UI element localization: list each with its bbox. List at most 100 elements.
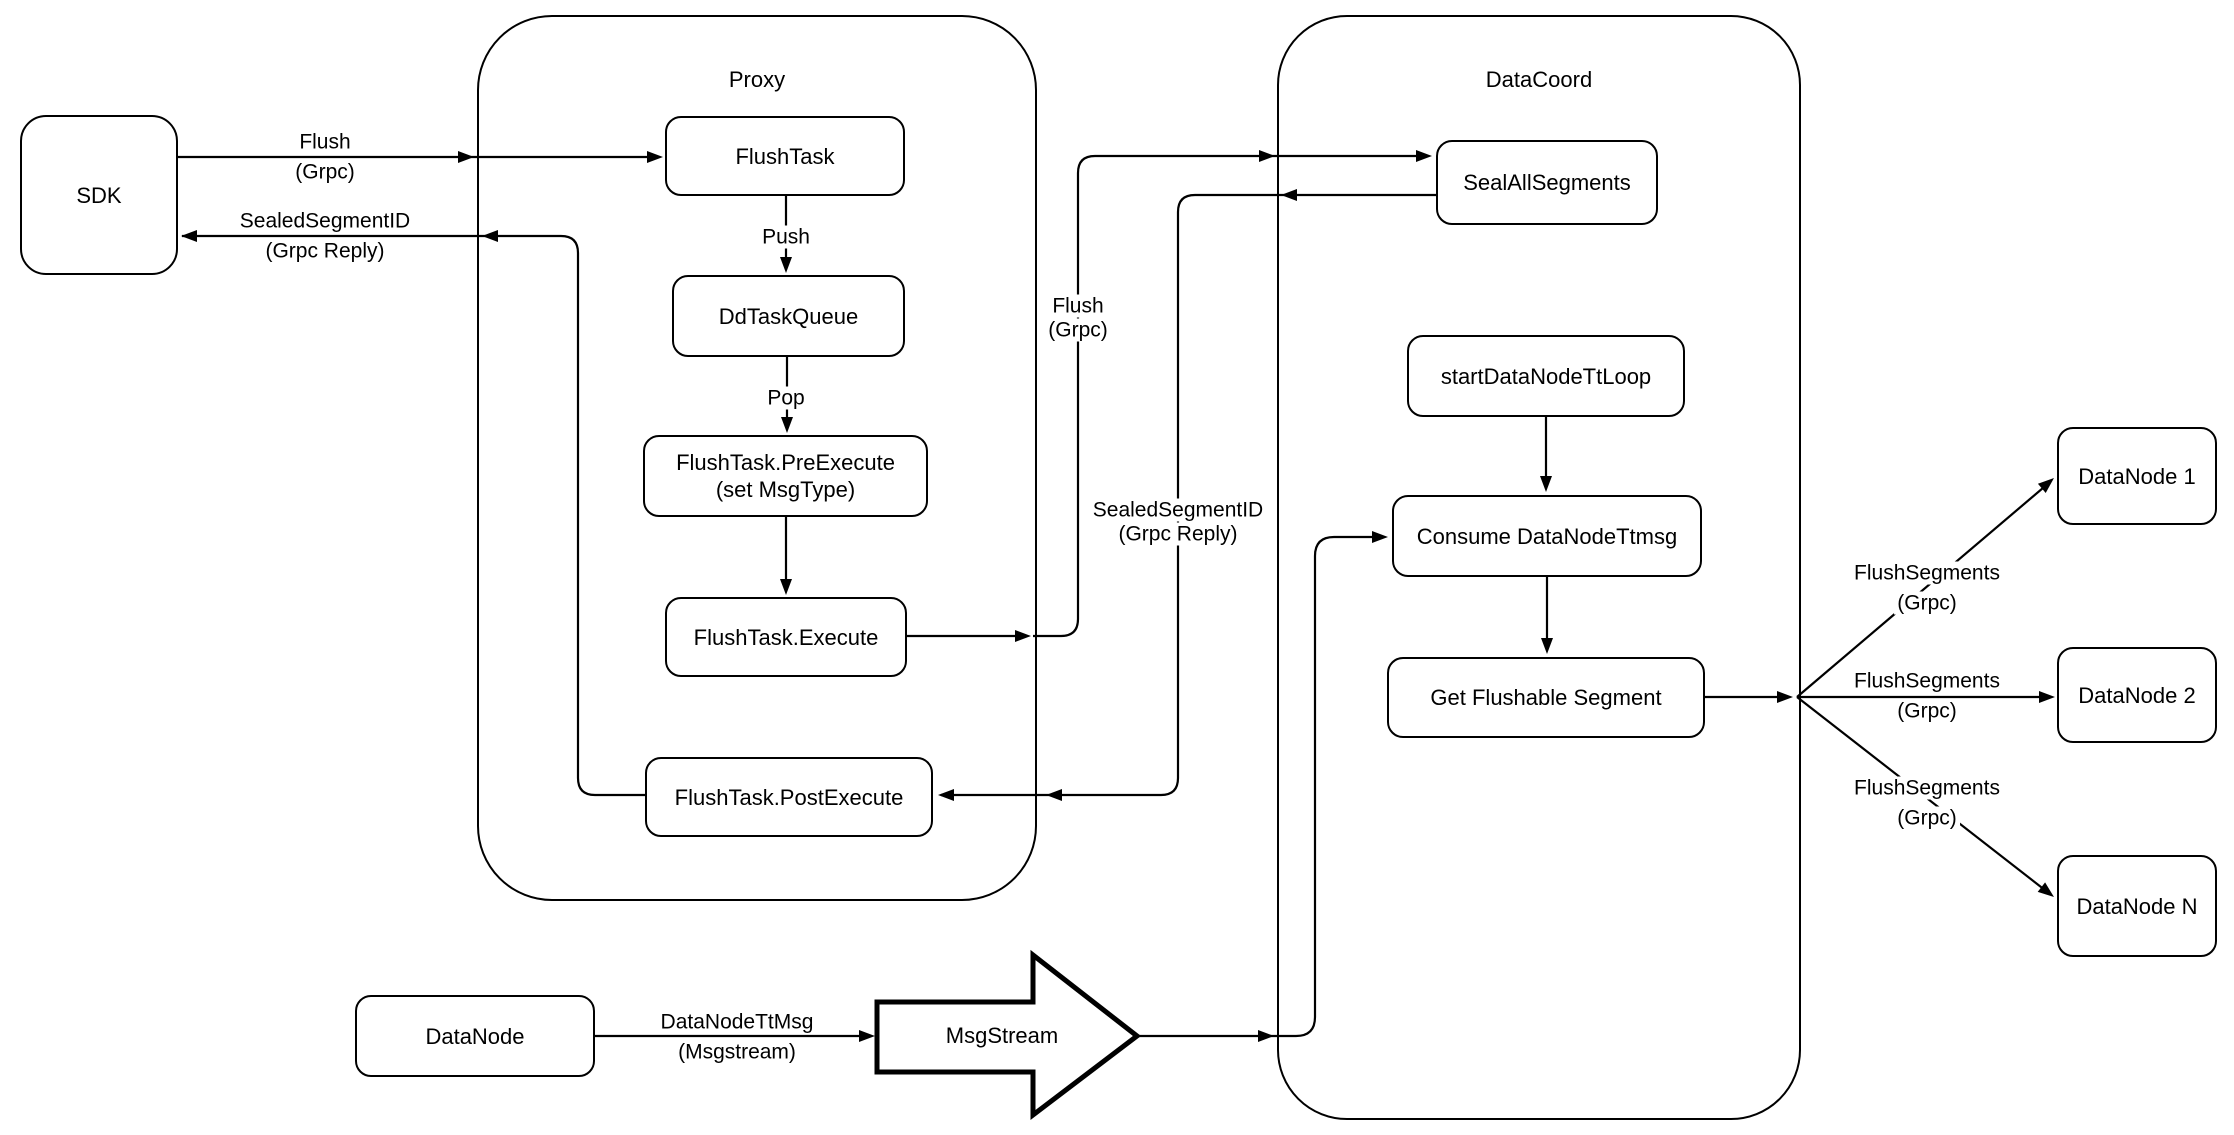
edge-label-line: (Grpc) (1045, 318, 1111, 342)
edge-label-line: Flush (1049, 294, 1107, 318)
container-proxy: Proxy (477, 15, 1037, 901)
edge-flushsegments-to-datanode2 (1797, 691, 2055, 703)
edge-line (1796, 481, 2051, 698)
node-label: SealAllSegments (1463, 170, 1631, 195)
edge-label-line: (Grpc) (292, 160, 358, 184)
node-datanoden: DataNode N (2057, 855, 2217, 957)
edge-line (941, 193, 1436, 797)
edge-label-datanodettmsg: DataNodeTtMsg (Msgstream) (657, 1010, 817, 1064)
node-label-line1: FlushTask.PreExecute (676, 450, 895, 475)
edge-flushsegments-to-datanode1 (1796, 478, 2054, 698)
edge-label-sealedsegmentid-mid: SealedSegmentID (Grpc Reply) (1089, 498, 1267, 546)
node-sdk: SDK (20, 115, 178, 275)
edge-label-line: SealedSegmentID (236, 209, 414, 233)
arrowhead (2037, 478, 2054, 493)
edge-label-line: (Grpc) (1894, 806, 1960, 830)
node-preexecute: FlushTask.PreExecute (set MsgType) (643, 435, 928, 517)
edge-label-line: SealedSegmentID (1089, 498, 1267, 522)
node-consumedatanodettmsg: Consume DataNodeTtmsg (1392, 495, 1702, 577)
node-sealallsegments: SealAllSegments (1436, 140, 1658, 225)
msgstream-arrow-shape (874, 949, 1142, 1121)
arrowhead (1416, 150, 1432, 162)
node-label: FlushTask.PostExecute (674, 784, 904, 810)
arrowhead (780, 579, 792, 595)
edge-label-line: (Grpc Reply) (262, 239, 388, 263)
arrowhead (781, 417, 793, 433)
edge-postexecute-to-sdk (181, 230, 645, 797)
node-label: startDataNodeTtLoop (1440, 363, 1652, 389)
edge-label-line: (Msgstream) (675, 1040, 799, 1064)
arrowhead (181, 230, 197, 242)
edge-datanode-to-msgstream (595, 1030, 875, 1042)
edge-line (1137, 535, 1384, 1038)
arrowhead (482, 230, 498, 242)
proxy-title: Proxy (728, 67, 786, 92)
edge-label-line: (Grpc) (1894, 591, 1960, 615)
edge-label-line: FlushSegments (1851, 561, 2003, 585)
arrowhead (2037, 882, 2054, 897)
node-label: DdTaskQueue (718, 303, 859, 329)
edge-label-push: Push (759, 225, 813, 249)
node-label-line2: (set MsgType) (715, 477, 856, 502)
node-ddtaskqueue: DdTaskQueue (672, 275, 905, 357)
edge-sealallsegments-to-postexecute (938, 189, 1436, 801)
node-postexecute: FlushTask.PostExecute (645, 757, 933, 837)
arrowhead (647, 151, 663, 163)
node-label: SDK (76, 182, 122, 208)
arrowhead (1046, 789, 1062, 801)
edge-startloop-to-consume (1540, 417, 1552, 492)
node-label: DataNode (425, 1023, 525, 1049)
edge-flush-to-sealallsegments (1033, 150, 1432, 638)
node-label: DataNode 2 (2078, 682, 2196, 708)
node-datanode: DataNode (355, 995, 595, 1077)
node-label: FlushTask.Execute (693, 624, 879, 650)
node-datanode1: DataNode 1 (2057, 427, 2217, 525)
arrowhead (1372, 531, 1388, 543)
datacoord-title: DataCoord (1485, 67, 1593, 92)
edge-label-flushsegments-n: FlushSegments (Grpc) (1851, 776, 2003, 830)
arrowhead (780, 257, 792, 273)
arrowhead (1259, 150, 1275, 162)
edge-label-line: (Grpc Reply) (1115, 522, 1241, 546)
arrowhead (1015, 630, 1031, 642)
arrowhead (1540, 476, 1552, 492)
edge-label-flushsegments-1: FlushSegments (Grpc) (1851, 561, 2003, 615)
edge-execute-to-border (907, 630, 1031, 642)
edge-preexecute-to-execute (780, 517, 792, 595)
arrowhead (458, 151, 474, 163)
edge-label-line: Push (759, 225, 813, 249)
arrowhead (1281, 189, 1297, 201)
arrowhead (938, 789, 954, 801)
node-label: Get Flushable Segment (1430, 685, 1662, 710)
node-label: Consume DataNodeTtmsg (1416, 523, 1678, 549)
edge-label-line: (Grpc) (1894, 699, 1960, 723)
node-label: DataNode 1 (2078, 463, 2196, 489)
edge-label-flush-grpc-sdk: Flush (Grpc) (292, 130, 358, 184)
node-startdatanodettloop: startDataNodeTtLoop (1407, 335, 1685, 417)
edge-label-line: FlushSegments (1851, 669, 2003, 693)
edge-msgstream-to-consume (1137, 531, 1388, 1042)
edge-label-line: Flush (296, 130, 354, 154)
edge-label-line: FlushSegments (1851, 776, 2003, 800)
container-datacoord: DataCoord (1277, 15, 1801, 1120)
arrowhead (2039, 691, 2055, 703)
node-getflushablesegment: Get Flushable Segment (1387, 657, 1705, 738)
edge-getflushable-to-border (1705, 691, 1793, 703)
edge-line (1033, 154, 1428, 638)
edge-label-line: Pop (764, 386, 808, 410)
msgstream-label: MsgStream (945, 1023, 1059, 1048)
edge-label-line: DataNodeTtMsg (657, 1010, 817, 1034)
edge-label-pop: Pop (764, 386, 808, 410)
arrowhead (1258, 1030, 1274, 1042)
node-label: FlushTask (735, 143, 835, 169)
edge-line (182, 234, 645, 797)
arrowhead (1541, 638, 1553, 654)
edge-consume-to-getflushable (1541, 577, 1553, 654)
edge-label-sealedsegmentid-reply-sdk: SealedSegmentID (Grpc Reply) (236, 209, 414, 263)
edge-label-flush-grpc-mid: Flush (Grpc) (1045, 294, 1111, 342)
arrowhead (1777, 691, 1793, 703)
node-flushtask: FlushTask (665, 116, 905, 196)
node-label: DataNode N (2076, 893, 2198, 919)
